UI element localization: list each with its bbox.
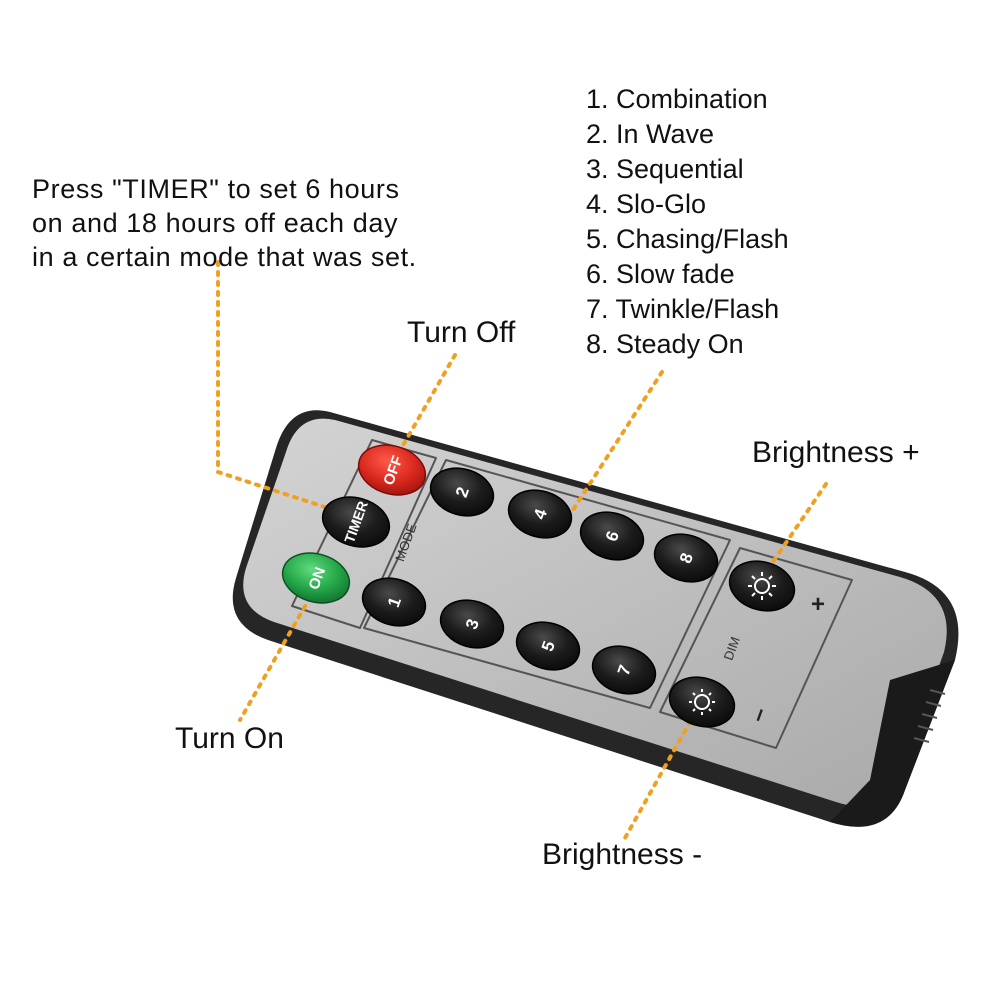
mode-button-1[interactable]: 1 [357,571,431,633]
mode-list-item: 6. Slow fade [586,259,735,289]
side-grip [913,689,946,743]
mode-list-item: 8. Steady On [586,329,744,359]
mode-button-6[interactable]: 6 [575,505,649,567]
mode-list: 1. Combination 2. In Wave 3. Sequential … [586,82,789,362]
brightness-up-button[interactable] [724,554,801,618]
power-panel-outline [291,439,437,629]
mode-panel-outline [363,459,731,709]
sun-icon [748,572,776,600]
off-button[interactable]: OFF [353,438,432,503]
timer-instructions-line: Press "TIMER" to set 6 hours [32,174,400,204]
timer-button[interactable]: TIMER [317,490,396,555]
on-button[interactable]: ON [277,546,356,611]
mode-button-5[interactable]: 5 [511,615,585,677]
turn-off-callout: Turn Off [407,316,516,349]
mode-list-item: 7. Twinkle/Flash [586,294,780,324]
leader-on [238,578,322,722]
turn-on-callout: Turn On [175,722,284,755]
mode-list-item: 5. Chasing/Flash [586,224,789,254]
timer-instructions-line: in a certain mode that was set. [32,242,417,272]
brightness-plus-callout: Brightness + [752,436,920,469]
on-button-label: ON [306,565,330,592]
mode-button-7[interactable]: 7 [587,639,661,701]
mode-button-2[interactable]: 2 [425,461,499,523]
leader-bplus [760,482,828,580]
remote-edge [830,660,955,827]
dim-panel-outline [659,547,853,749]
mode-list-item: 3. Sequential [586,154,744,184]
brightness-minus-callout: Brightness - [542,838,703,871]
leader-modes [558,370,664,532]
mode-button-4[interactable]: 4 [503,483,577,545]
timer-instructions: Press "TIMER" to set 6 hours on and 18 h… [32,172,417,274]
timer-instructions-line: on and 18 hours off each day [32,208,399,238]
plus-sign: + [811,591,825,618]
leader-timer [216,260,354,518]
mode-list-item: 2. In Wave [586,119,715,149]
mode-button-3[interactable]: 3 [435,593,509,655]
dim-sun-icon [689,689,715,715]
mode-list-item: 1. Combination [586,84,768,114]
mode-list-item: 4. Slo-Glo [586,189,707,219]
brightness-down-button[interactable] [664,670,741,734]
mode-button-8[interactable]: 8 [649,527,723,589]
